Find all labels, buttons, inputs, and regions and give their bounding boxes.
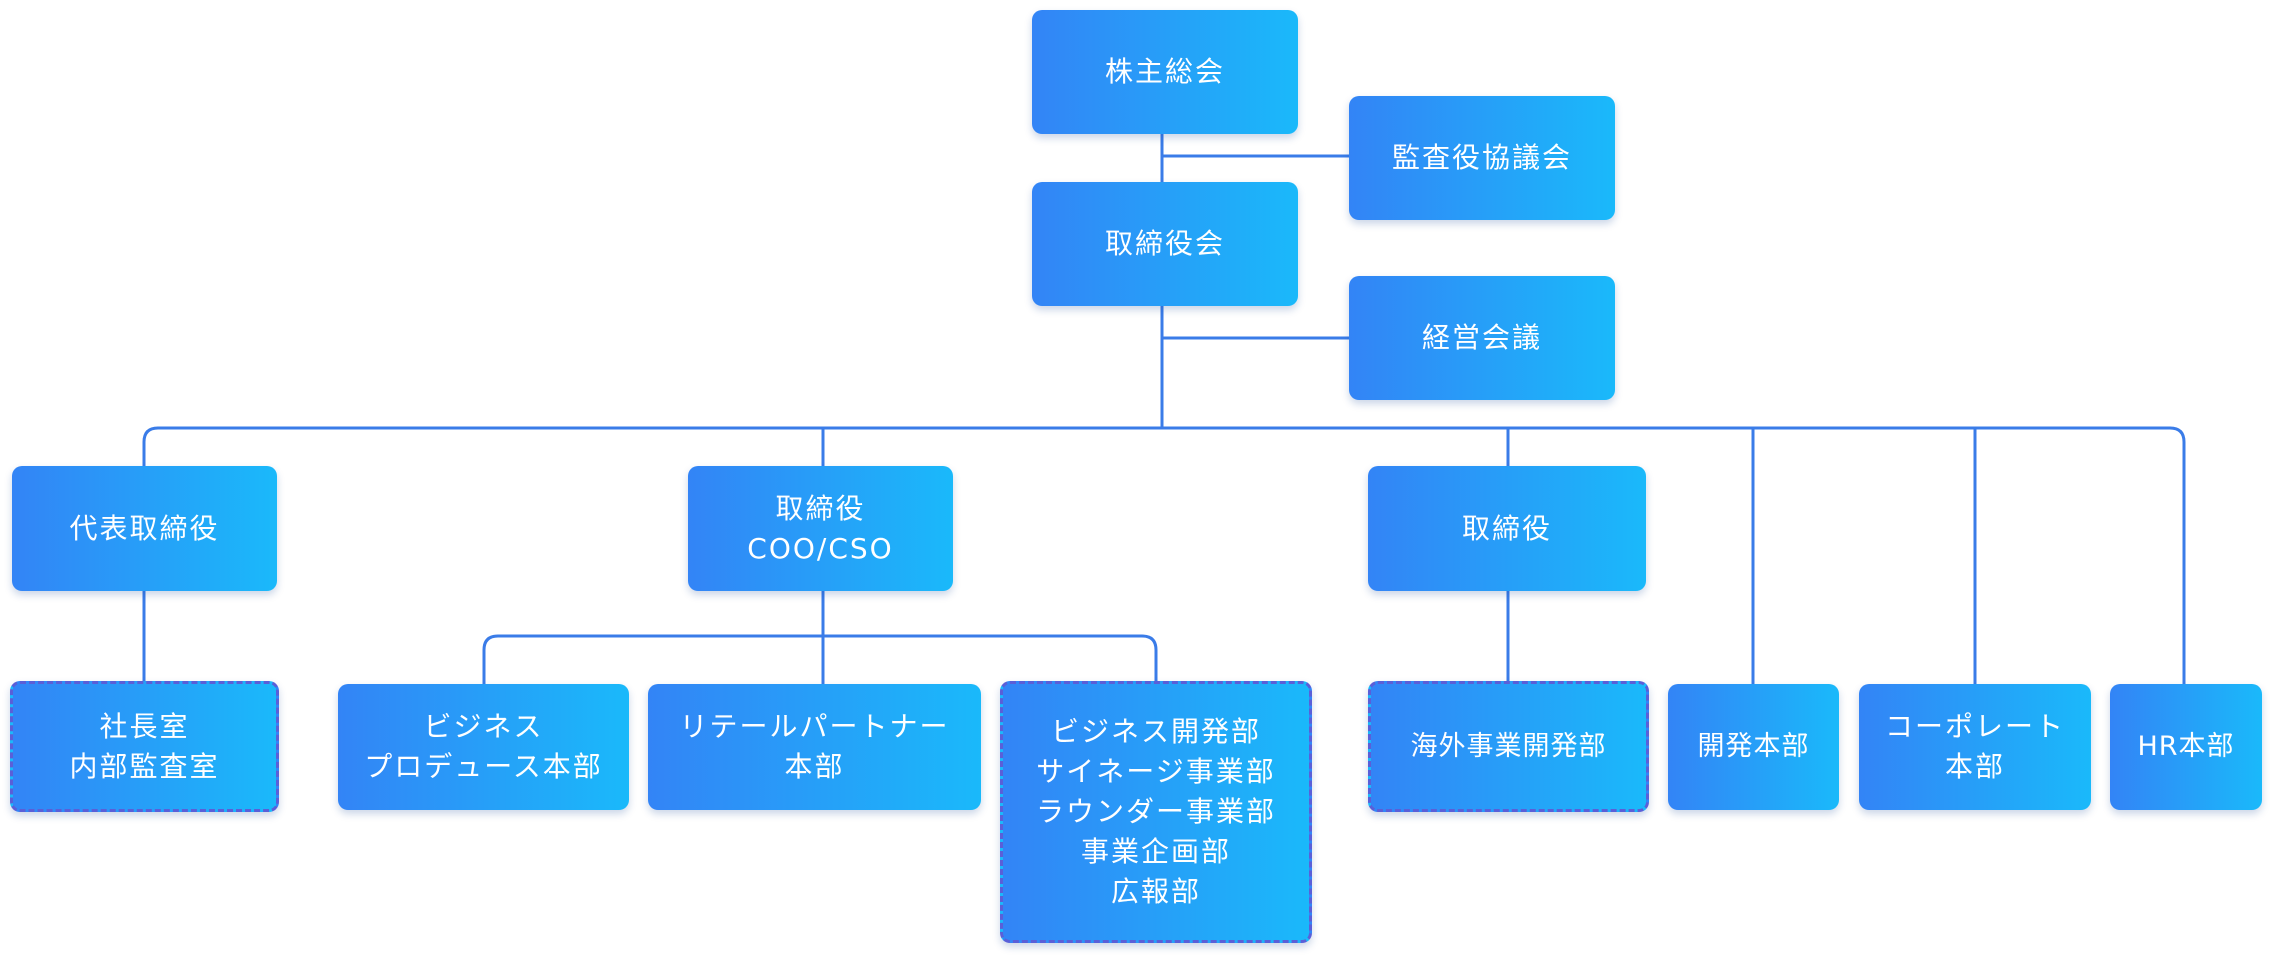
label-corporate-2: 本部 [1944,750,2005,783]
box-board: 取締役会 [1032,182,1298,306]
connector-main-bar [142,426,2186,686]
box-president-office: 社長室 内部監査室 [10,681,279,812]
label-retail-partner-2: 本部 [784,750,845,783]
label-overseas: 海外事業開発部 [1410,730,1607,762]
label-multi-dept-3: ラウンダー事業部 [1035,795,1276,828]
box-coo: 取締役 COO/CSO [688,466,953,591]
box-audit-council: 監査役協議会 [1349,96,1615,220]
label-coo-sub: COO/CSO [747,531,894,565]
label-retail-partner-1: リテールパートナー [679,710,950,743]
box-retail-partner: リテールパートナー 本部 [648,684,981,810]
label-hr: HR本部 [2137,731,2235,762]
label-president-office-1: 社長室 [99,709,190,743]
label-shareholders: 株主総会 [1104,55,1225,88]
label-multi-dept-1: ビジネス開発部 [1050,715,1261,748]
label-biz-produce-1: ビジネス [423,710,544,743]
label-president-office-2: 内部監査室 [69,749,220,783]
label-management-meeting: 経営会議 [1421,321,1542,354]
label-development: 開発本部 [1697,731,1810,762]
label-coo-title: 取締役 [775,491,866,525]
label-board: 取締役会 [1104,227,1225,260]
box-corporate: コーポレート 本部 [1859,684,2091,810]
label-director: 取締役 [1461,511,1552,545]
box-development: 開発本部 [1668,684,1839,810]
label-corporate-1: コーポレート [1884,710,2065,743]
box-director: 取締役 [1368,466,1646,591]
box-shareholders: 株主総会 [1032,10,1298,134]
label-multi-dept-5: 広報部 [1110,875,1201,908]
label-audit-council: 監査役協議会 [1391,141,1572,174]
box-ceo: 代表取締役 [12,466,277,591]
box-management-meeting: 経営会議 [1349,276,1615,400]
box-biz-produce: ビジネス プロデュース本部 [338,684,629,810]
label-ceo: 代表取締役 [69,511,220,545]
box-hr: HR本部 [2110,684,2262,810]
label-multi-dept-4: 事業企画部 [1080,835,1231,868]
connector-coo-bar [482,634,1158,686]
label-biz-produce-2: プロデュース本部 [364,750,603,783]
box-multi-dept: ビジネス開発部 サイネージ事業部 ラウンダー事業部 事業企画部 広報部 [1000,681,1312,943]
box-overseas: 海外事業開発部 [1368,681,1649,812]
label-multi-dept-2: サイネージ事業部 [1036,755,1276,788]
